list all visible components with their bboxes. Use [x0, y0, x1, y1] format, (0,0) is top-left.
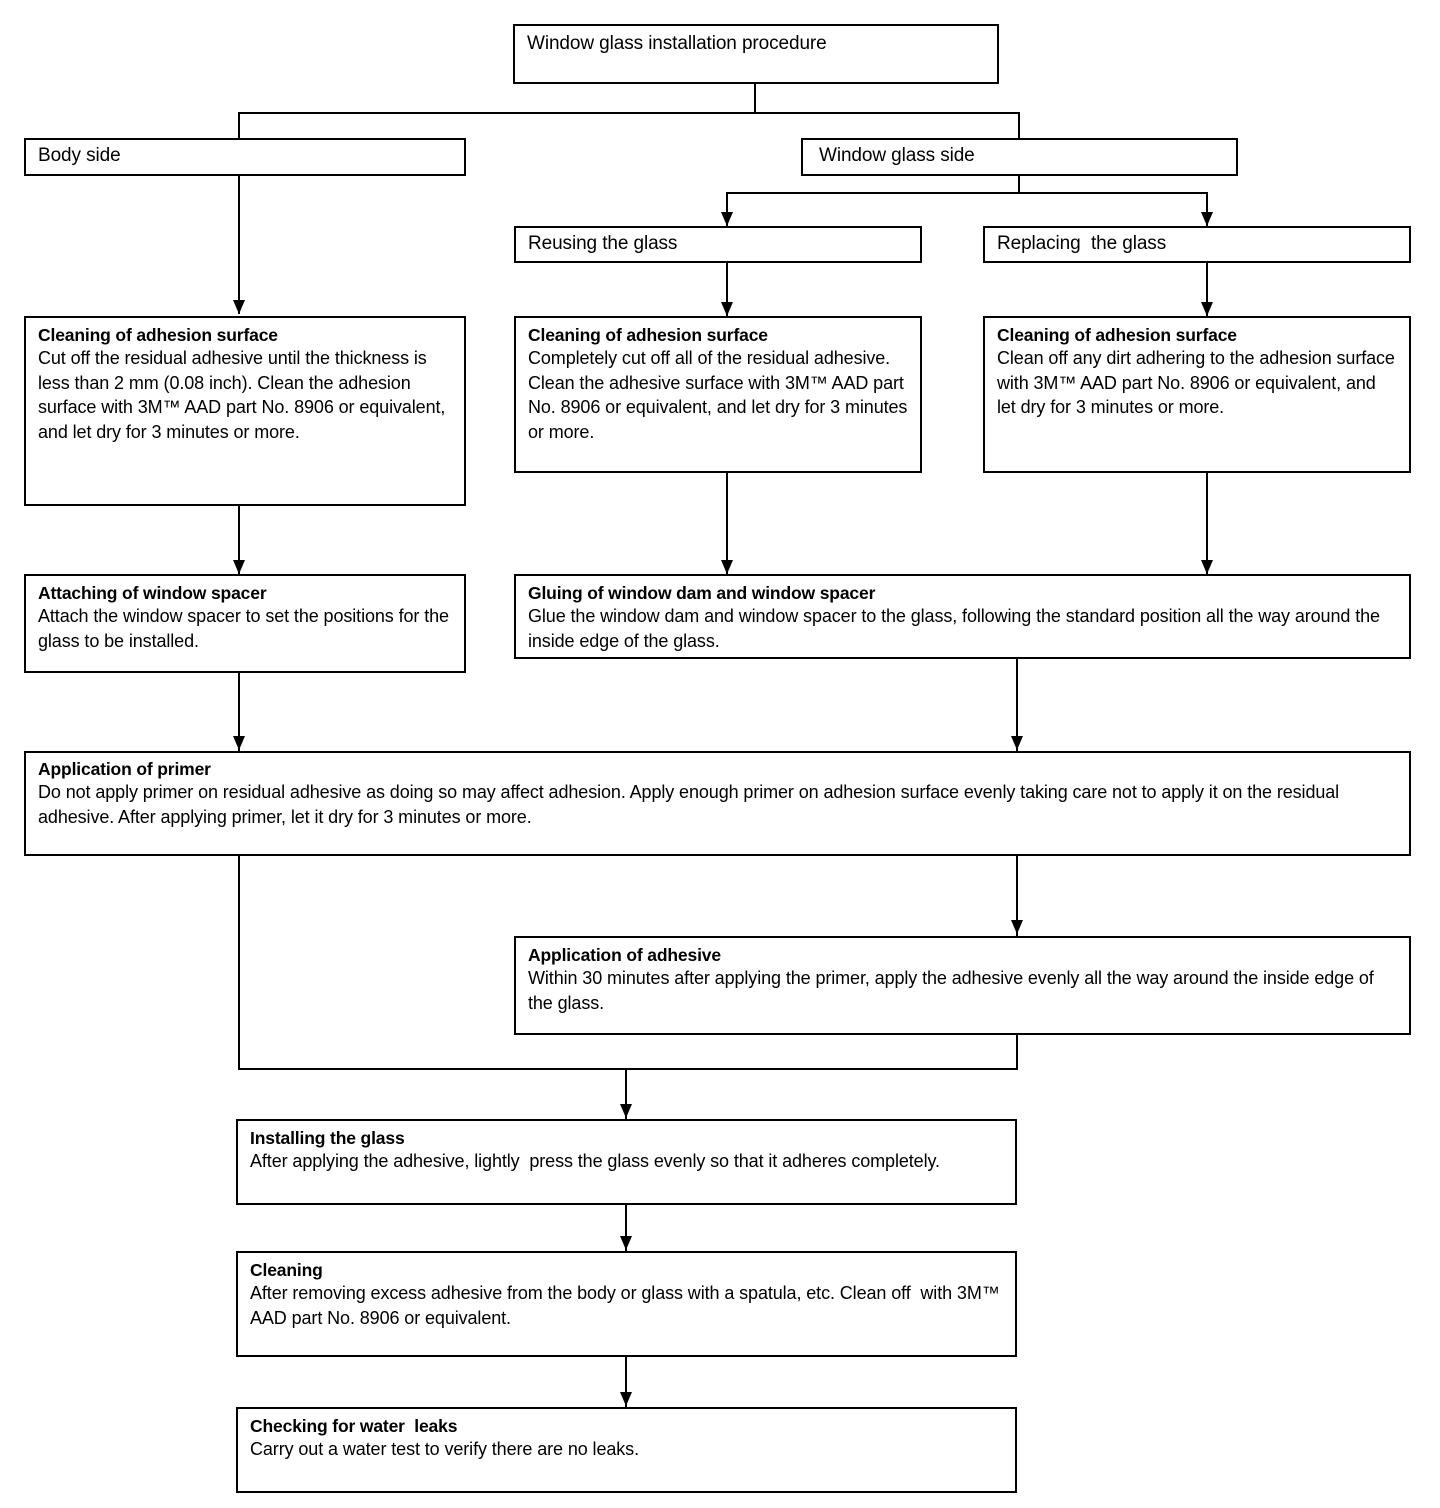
arrow-body-side-to-clean [233, 300, 245, 314]
node-glass-side-label: Window glass side [819, 145, 975, 166]
connector-merge-to-installing [625, 1068, 627, 1120]
node-checking-for-water-leaks[interactable]: Checking for water leaks Carry out a wat… [236, 1407, 1017, 1493]
node-glass-side[interactable]: Window glass side [801, 138, 1238, 176]
node-clean-body-text: Cut off the residual adhesive until the … [38, 348, 451, 442]
connector-gluing-to-primer [1016, 658, 1018, 752]
arrow-replacing-to-clean [1201, 302, 1213, 316]
connector-to-reusing [726, 192, 728, 226]
node-reusing-label: Reusing the glass [528, 233, 678, 254]
connector-clean-replace-to-gluing [1206, 472, 1208, 574]
node-installing-text: After applying the adhesive, lightly pre… [250, 1151, 940, 1172]
arrow-clean-reuse-to-gluing [721, 560, 733, 574]
node-body-side-label: Body side [38, 145, 121, 166]
connector-replacing-to-clean [1206, 260, 1208, 316]
connector-cleaning-to-water-leaks [625, 1356, 627, 1408]
node-application-of-adhesive[interactable]: Application of adhesive Within 30 minute… [514, 936, 1411, 1035]
node-attaching-window-spacer[interactable]: Attaching of window spacer Attach the wi… [24, 574, 466, 673]
connector-to-glass-side [1018, 112, 1020, 142]
node-clean-reuse-text: Completely cut off all of the residual a… [528, 348, 913, 442]
connector-spacer-to-primer [238, 672, 240, 752]
connector-to-body-side [238, 112, 240, 142]
arrow-clean-body-to-spacer [233, 560, 245, 574]
connector-adhesive-down [1016, 1034, 1018, 1070]
connector-glass-side-split-bar [726, 192, 1208, 194]
arrow-gluing-to-primer [1011, 736, 1023, 750]
connector-to-replacing [1206, 192, 1208, 226]
node-cleaning-adhesion-replace[interactable]: Cleaning of adhesion surface Clean off a… [983, 316, 1411, 473]
arrow-spacer-to-primer [233, 736, 245, 750]
connector-clean-body-to-spacer [238, 505, 240, 575]
connector-clean-reuse-to-gluing [726, 472, 728, 574]
connector-primer-to-adhesive [1016, 855, 1018, 937]
node-application-of-primer[interactable]: Application of primer Do not apply prime… [24, 751, 1411, 856]
node-spacer-text: Attach the window spacer to set the posi… [38, 606, 454, 651]
node-installing-title: Installing the glass [250, 1128, 405, 1148]
node-spacer-title: Attaching of window spacer [38, 583, 267, 603]
node-installing-the-glass[interactable]: Installing the glass After applying the … [236, 1119, 1017, 1205]
node-replacing-label: Replacing the glass [997, 233, 1167, 254]
connector-glass-side-stem [1018, 174, 1020, 194]
node-body-side[interactable]: Body side [24, 138, 466, 176]
arrow-to-reusing [721, 212, 733, 226]
node-clean-replace-title: Cleaning of adhesion surface [997, 325, 1237, 345]
node-reusing-the-glass[interactable]: Reusing the glass [514, 226, 922, 263]
node-water-leaks-text: Carry out a water test to verify there a… [250, 1439, 639, 1460]
connector-body-side-down [238, 142, 240, 314]
arrow-reusing-to-clean [721, 302, 733, 316]
connector-root-stem [754, 82, 756, 114]
arrow-merge-to-installing [620, 1104, 632, 1118]
node-root-label: Window glass installation procedure [527, 33, 827, 54]
node-adhesive-title: Application of adhesive [528, 945, 721, 965]
node-primer-title: Application of primer [38, 759, 211, 779]
node-primer-text: Do not apply primer on residual adhesive… [38, 782, 1344, 827]
arrow-installing-to-cleaning [620, 1236, 632, 1250]
connector-bottom-merge-bar [238, 1068, 1018, 1070]
node-cleaning-adhesion-body[interactable]: Cleaning of adhesion surface Cut off the… [24, 316, 466, 506]
node-adhesive-text: Within 30 minutes after applying the pri… [528, 968, 1379, 1013]
node-cleaning-adhesion-reuse[interactable]: Cleaning of adhesion surface Completely … [514, 316, 922, 473]
node-water-leaks-title: Checking for water leaks [250, 1416, 458, 1436]
connector-primer-left-down [238, 855, 240, 1070]
node-cleaning[interactable]: Cleaning After removing excess adhesive … [236, 1251, 1017, 1357]
connector-installing-to-cleaning [625, 1204, 627, 1252]
node-gluing-window-dam-spacer[interactable]: Gluing of window dam and window spacer G… [514, 574, 1411, 659]
node-root[interactable]: Window glass installation procedure [513, 24, 999, 84]
node-clean-reuse-title: Cleaning of adhesion surface [528, 325, 768, 345]
arrow-clean-replace-to-gluing [1201, 560, 1213, 574]
arrow-primer-to-adhesive [1011, 920, 1023, 934]
node-cleaning-text: After removing excess adhesive from the … [250, 1283, 1004, 1328]
node-clean-replace-text: Clean off any dirt adhering to the adhes… [997, 348, 1400, 418]
connector-root-split-bar [238, 112, 1020, 114]
arrow-to-replacing [1201, 212, 1213, 226]
node-gluing-text: Glue the window dam and window spacer to… [528, 606, 1385, 651]
arrow-cleaning-to-water-leaks [620, 1392, 632, 1406]
connector-reusing-to-clean [726, 260, 728, 316]
node-cleaning-title: Cleaning [250, 1260, 323, 1280]
node-replacing-the-glass[interactable]: Replacing the glass [983, 226, 1411, 263]
node-clean-body-title: Cleaning of adhesion surface [38, 325, 278, 345]
node-gluing-title: Gluing of window dam and window spacer [528, 583, 876, 603]
